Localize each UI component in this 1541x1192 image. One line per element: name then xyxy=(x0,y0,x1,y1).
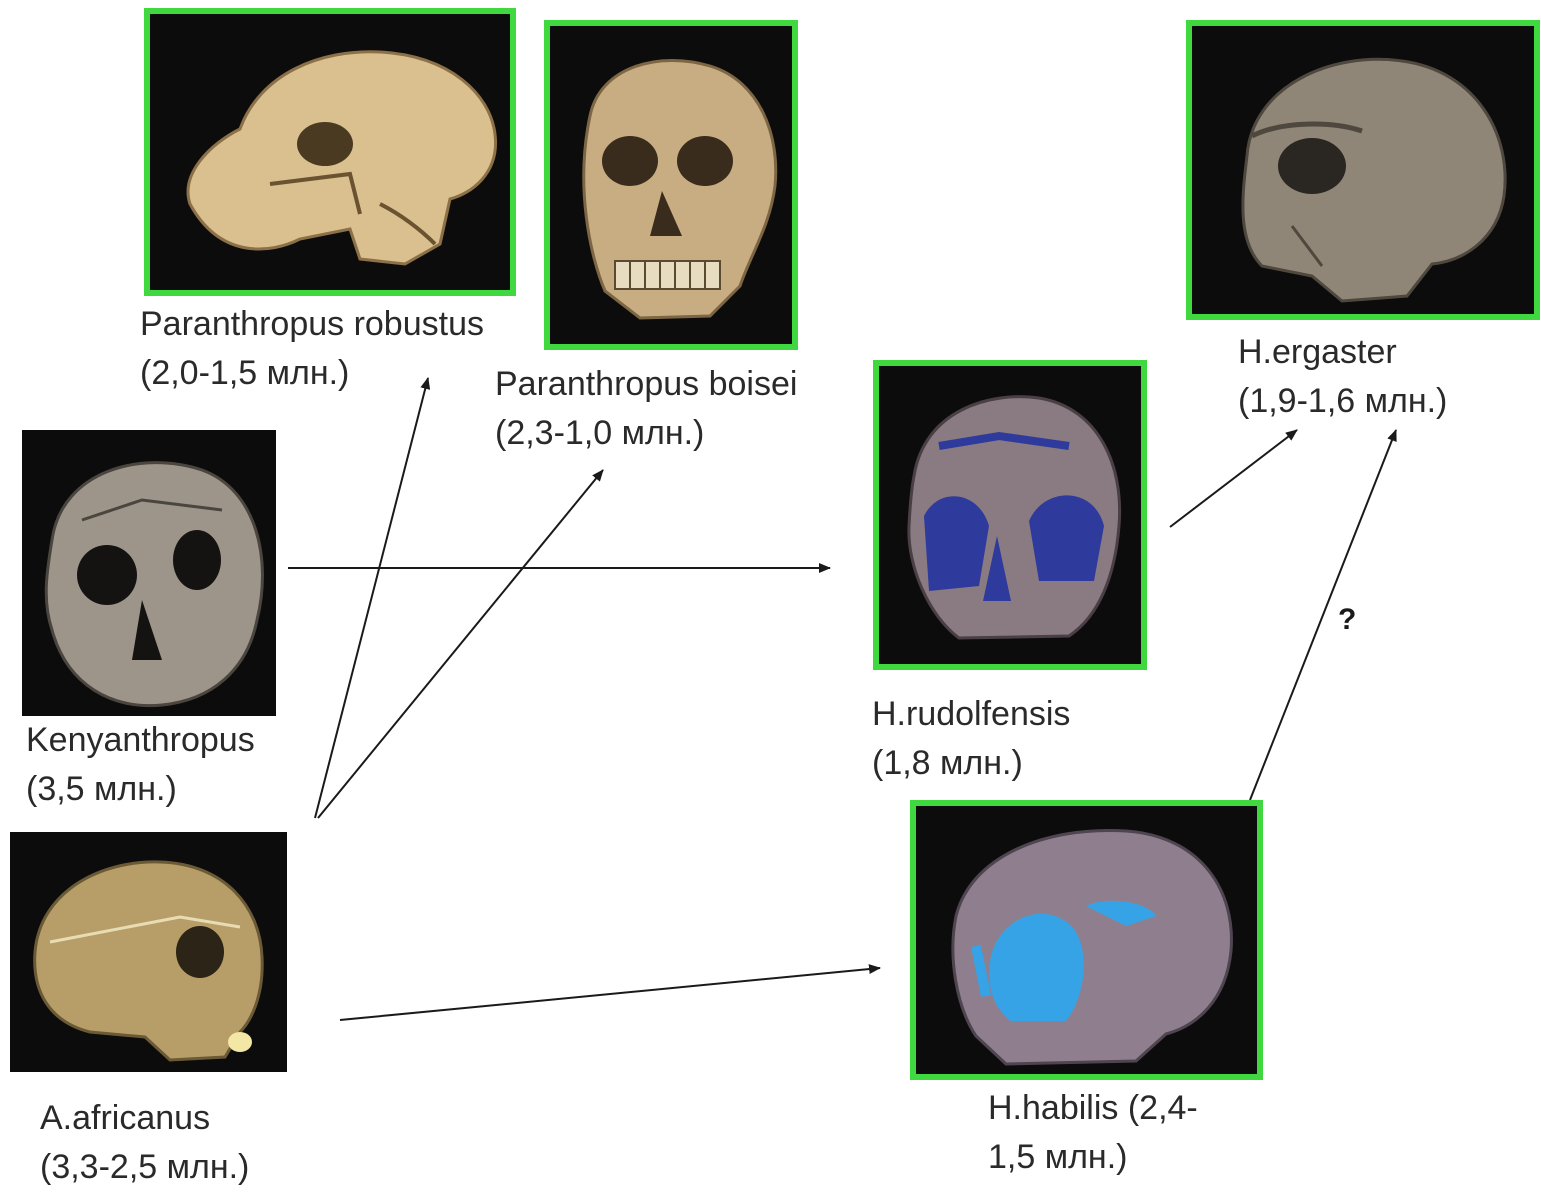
arrow-africanus-to-habilis xyxy=(340,968,880,1020)
habilis-age: 1,5 млн.) xyxy=(988,1133,1198,1182)
boisei-name: Paranthropus boisei xyxy=(495,360,797,409)
robustus-label: Paranthropus robustus (2,0-1,5 млн.) xyxy=(140,300,484,398)
rudolfensis-label: H.rudolfensis (1,8 млн.) xyxy=(872,690,1070,788)
skull-front-icon xyxy=(22,430,276,716)
skull-side-icon xyxy=(916,806,1257,1074)
boisei-age: (2,3-1,0 млн.) xyxy=(495,409,797,458)
kenyanthropus-photo xyxy=(22,430,276,716)
kenyanthropus-name: Kenyanthropus xyxy=(26,716,255,765)
skull-side-icon xyxy=(1192,26,1534,314)
rudolfensis-photo xyxy=(873,360,1147,670)
boisei-label: Paranthropus boisei (2,3-1,0 млн.) xyxy=(495,360,797,458)
ergaster-age: (1,9-1,6 млн.) xyxy=(1238,377,1447,426)
robustus-age: (2,0-1,5 млн.) xyxy=(140,349,484,398)
africanus-label: A.africanus (3,3-2,5 млн.) xyxy=(40,1094,249,1192)
robustus-photo xyxy=(144,8,516,296)
skull-side-icon xyxy=(150,14,510,290)
africanus-age: (3,3-2,5 млн.) xyxy=(40,1143,249,1192)
rudolfensis-name: H.rudolfensis xyxy=(872,690,1070,739)
habilis-photo xyxy=(910,800,1263,1080)
kenyanthropus-label: Kenyanthropus (3,5 млн.) xyxy=(26,716,255,814)
kenyanthropus-age: (3,5 млн.) xyxy=(26,765,255,814)
boisei-photo xyxy=(544,20,798,350)
uncertain-link-marker: ? xyxy=(1338,603,1356,637)
ergaster-label: H.ergaster (1,9-1,6 млн.) xyxy=(1238,328,1447,426)
skull-front-icon xyxy=(879,366,1141,664)
skull-side-icon xyxy=(10,832,287,1072)
skull-front-icon xyxy=(550,26,792,344)
ergaster-photo xyxy=(1186,20,1540,320)
arrow-habilis-to-ergaster xyxy=(1250,430,1396,800)
africanus-name: A.africanus xyxy=(40,1094,249,1143)
africanus-photo xyxy=(10,832,287,1072)
rudolfensis-age: (1,8 млн.) xyxy=(872,739,1070,788)
arrow-rudolfensis-to-ergaster xyxy=(1170,430,1297,527)
habilis-name: H.habilis (2,4- xyxy=(988,1084,1198,1133)
arrow-africanus-to-boisei xyxy=(318,470,603,818)
robustus-name: Paranthropus robustus xyxy=(140,300,484,349)
habilis-label: H.habilis (2,4- 1,5 млн.) xyxy=(988,1084,1198,1182)
ergaster-name: H.ergaster xyxy=(1238,328,1447,377)
